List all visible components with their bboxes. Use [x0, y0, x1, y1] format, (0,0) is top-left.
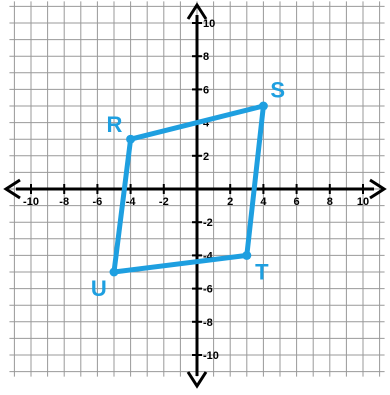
vertex-label-r: R	[107, 112, 123, 137]
y-tick-label: -8	[203, 317, 213, 329]
y-tick-label: -2	[203, 217, 213, 229]
x-tick-label: 10	[357, 196, 369, 208]
vertex-labels: R S T U	[91, 77, 285, 301]
y-tick-labels: 10 8 6 4 2 -2 -4 -6 -8 -10	[203, 18, 219, 362]
y-tick-label: 2	[203, 151, 209, 163]
x-tick-label: -6	[93, 196, 103, 208]
x-axis-left-arrow	[3, 178, 21, 200]
quadrilateral-rstu	[109, 101, 268, 277]
y-tick-label: -4	[203, 250, 214, 262]
x-tick-label: -8	[59, 196, 69, 208]
x-tick-label: 4	[260, 196, 267, 208]
y-axis-top-arrow	[186, 2, 208, 20]
vertex-point-t	[242, 250, 252, 260]
y-tick-label: 10	[203, 18, 215, 30]
y-tick-label: -6	[203, 284, 213, 296]
vertex-point-s	[258, 101, 268, 111]
x-tick-label: 6	[294, 196, 300, 208]
x-tick-label: -2	[159, 196, 169, 208]
y-axis-bottom-arrow	[186, 371, 208, 389]
y-tick-label: 4	[203, 118, 210, 130]
x-tick-labels: -10 -8 -6 -4 -2 2 4 6 8 10	[23, 196, 369, 208]
x-tick-label: -4	[126, 196, 137, 208]
y-tick-label: 8	[203, 51, 209, 63]
vertex-point-u	[109, 267, 119, 277]
vertex-label-t: T	[255, 259, 269, 284]
vertex-point-r	[126, 134, 136, 144]
axes	[3, 2, 387, 389]
x-tick-label: 8	[327, 196, 333, 208]
x-axis-right-arrow	[369, 178, 387, 200]
y-tick-label: 6	[203, 84, 209, 96]
vertex-label-u: U	[91, 276, 107, 301]
y-tick-label: -10	[203, 350, 219, 362]
x-tick-label: -10	[23, 196, 39, 208]
vertex-label-s: S	[270, 77, 285, 102]
x-tick-label: 2	[227, 196, 233, 208]
